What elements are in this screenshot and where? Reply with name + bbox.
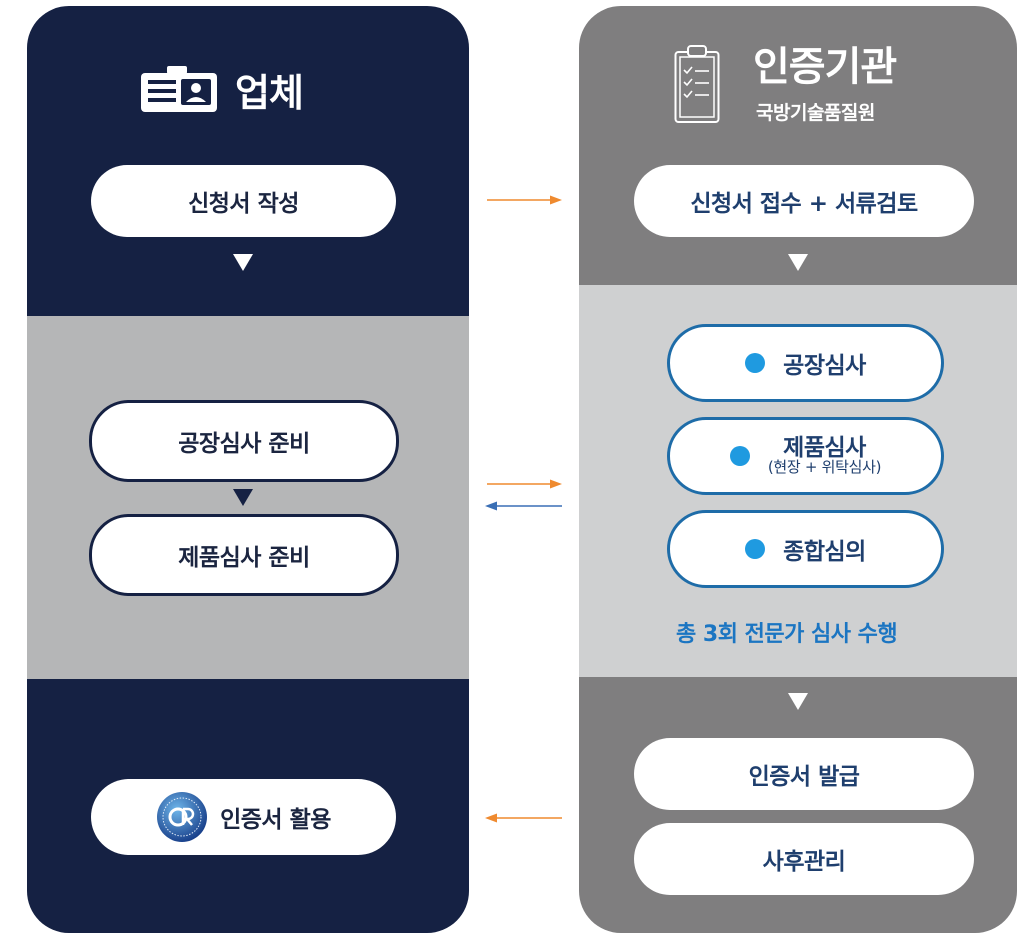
- audit-count-note: 총 3회 전문가 심사 수행: [676, 622, 898, 647]
- step-use-certificate: 인증서 활용: [91, 779, 396, 855]
- id-card-icon: [141, 66, 217, 112]
- step-label: 공장심사 준비: [178, 431, 310, 457]
- down-arrow-icon: [233, 489, 253, 506]
- step-label: 인증서 활용: [220, 807, 331, 833]
- company-title: 업체: [235, 71, 304, 115]
- step-label: 제품심사 준비: [178, 545, 310, 571]
- step-after-management: 사후관리: [634, 823, 974, 895]
- down-arrow-icon: [233, 254, 253, 271]
- step-label: 신청서 작성: [188, 191, 299, 217]
- down-arrow-icon: [788, 254, 808, 271]
- step-label: 공장심사: [783, 353, 866, 379]
- agency-subtitle: 국방기술품질원: [756, 102, 875, 124]
- arrow-right-icon: [487, 195, 562, 205]
- step-label: 인증서 발급: [748, 764, 860, 790]
- step-label: 사후관리: [762, 849, 846, 875]
- clipboard-checklist-icon: [674, 44, 720, 124]
- step-product-audit: 제품심사 (현장 + 위탁심사): [667, 417, 944, 495]
- arrow-left-icon: [485, 813, 562, 823]
- step-factory-audit-prep: 공장심사 준비: [89, 400, 399, 482]
- step-label: 제품심사: [783, 435, 866, 462]
- dqr-seal-icon: [156, 791, 208, 843]
- step-sublabel: (현장 + 위탁심사): [767, 458, 882, 477]
- step-factory-audit: 공장심사: [667, 324, 944, 402]
- bullet-dot-icon: [745, 539, 766, 559]
- step-overall-review: 종합심의: [667, 510, 944, 588]
- bullet-dot-icon: [729, 446, 750, 466]
- arrow-right-icon: [487, 479, 562, 489]
- step-issue-certificate: 인증서 발급: [634, 738, 974, 810]
- bullet-dot-icon: [745, 353, 766, 373]
- arrow-left-icon: [485, 501, 562, 511]
- agency-title: 인증기관: [753, 44, 897, 90]
- step-receive-review: 신청서 접수 + 서류검토: [634, 165, 974, 237]
- step-label: 신청서 접수 + 서류검토: [690, 191, 918, 217]
- down-arrow-icon: [788, 693, 808, 710]
- step-label: 종합심의: [783, 539, 866, 565]
- step-product-audit-prep: 제품심사 준비: [89, 514, 399, 596]
- step-write-application: 신청서 작성: [91, 165, 396, 237]
